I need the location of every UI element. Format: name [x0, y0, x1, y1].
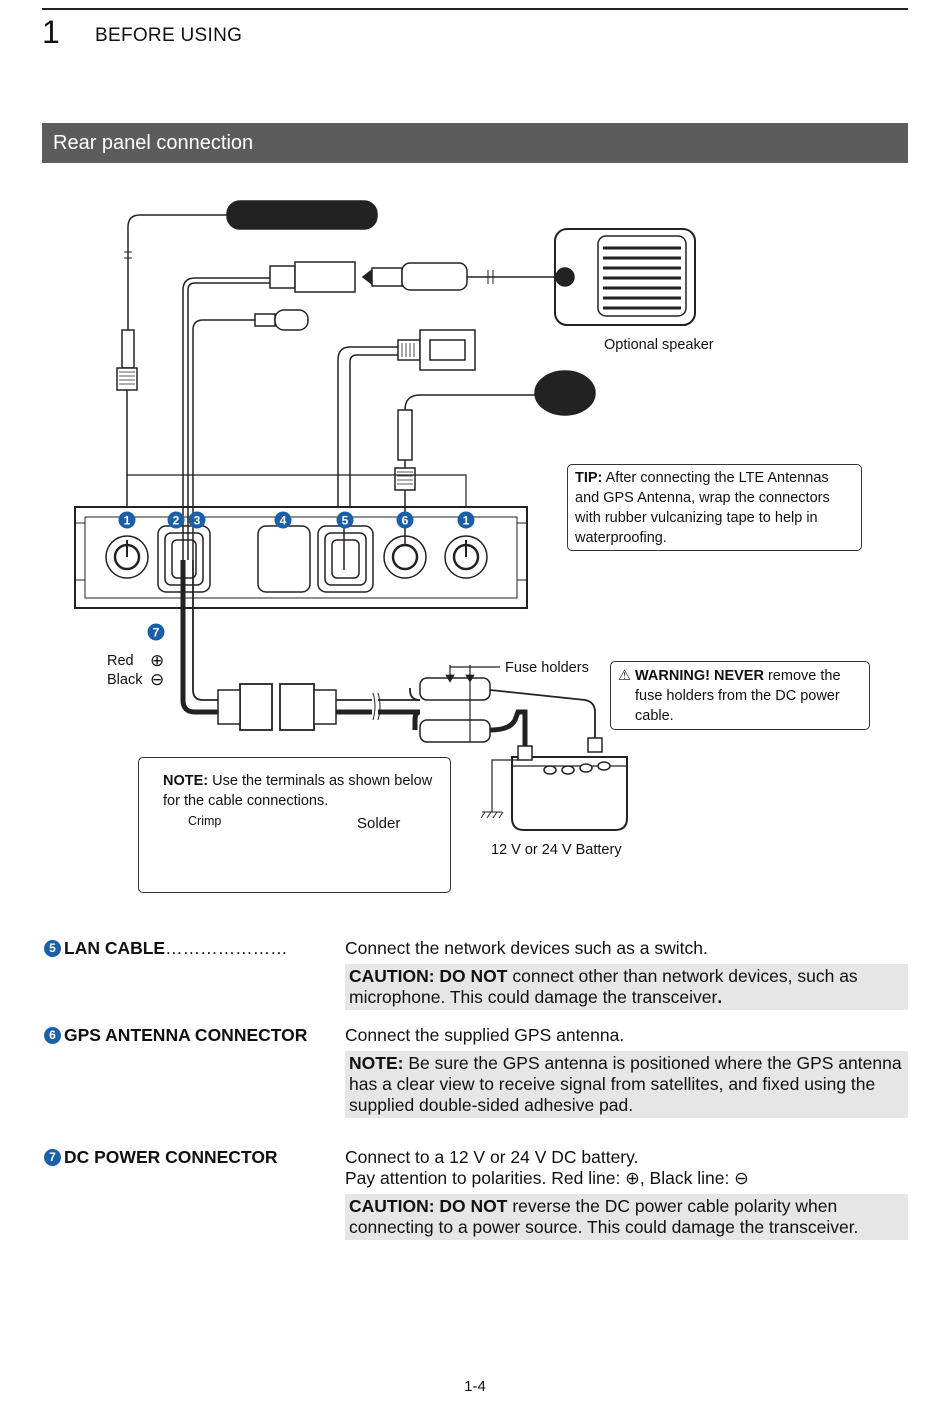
crimp-label: Crimp [188, 814, 222, 828]
connector-5-badge: 5 [336, 511, 354, 529]
warning-text-1: remove the [767, 668, 841, 684]
svg-text:5: 5 [342, 514, 349, 528]
battery-icon [480, 737, 628, 831]
item-6-badge: 6 [44, 1027, 61, 1044]
warning-box: ⚠ WARNING! NEVER remove the fuse holders… [610, 661, 870, 730]
rear-panel-diagram: 1 2 3 4 5 6 1 7 [74, 200, 696, 885]
plus-symbol: ⊕ [150, 651, 165, 670]
lan-caution-box: CAUTION: DO NOT connect other than netwo… [345, 964, 908, 1010]
tip-box: TIP: After connecting the LTE Antennas a… [567, 464, 862, 551]
dc-caution-box: CAUTION: DO NOT reverse the DC power cab… [345, 1194, 908, 1240]
note-lead: NOTE: [163, 773, 209, 789]
connector-3-badge: 3 [188, 511, 206, 529]
svg-text:7: 7 [153, 626, 160, 640]
item-5-badge: 5 [44, 940, 61, 957]
connector-1b-badge: 1 [457, 511, 475, 529]
optional-speaker-label: Optional speaker [604, 337, 714, 353]
fuse-holders-label: Fuse holders [505, 660, 589, 676]
connector-4-badge: 4 [274, 511, 292, 529]
minus-symbol: ⊖ [150, 670, 165, 689]
connector-numbers: 1 2 3 4 5 6 1 7 [118, 511, 475, 641]
speaker-plug-icon [182, 261, 555, 505]
gps-note-box: NOTE: Be sure the GPS antenna is positio… [345, 1051, 908, 1118]
svg-text:2: 2 [173, 514, 180, 528]
svg-text:3: 3 [194, 514, 201, 528]
warning-icon: ⚠ [618, 668, 631, 684]
svg-text:1: 1 [463, 514, 470, 528]
lan-plug-icon [337, 329, 476, 525]
battery-label: 12 V or 24 V Battery [491, 842, 622, 858]
solder-label: Solder [357, 815, 401, 832]
connector-7-badge: 7 [147, 623, 165, 641]
gps-antenna-desc: Connect the supplied GPS antenna. [345, 1025, 625, 1045]
note-text: Use the terminals as shown below for the… [163, 773, 433, 809]
note-box: NOTE: Use the terminals as shown below f… [138, 757, 451, 893]
tip-lead: TIP: [575, 470, 603, 486]
svg-text:4: 4 [280, 514, 287, 528]
item-7-badge: 7 [44, 1149, 61, 1166]
chapter-number: 1 [42, 14, 60, 50]
page-number: 1-4 [464, 1378, 486, 1395]
section-title: Rear panel connection [53, 132, 254, 154]
connector-6-badge: 6 [396, 511, 414, 529]
dc-power-desc-2: Pay attention to polarities. Red line: ⊕… [345, 1168, 749, 1188]
red-label: Red [107, 653, 134, 669]
rear-panel-icon [74, 505, 528, 609]
dc-power-desc-1: Connect to a 12 V or 24 V DC battery. [345, 1147, 639, 1167]
svg-text:6: 6 [402, 514, 409, 528]
header-rule [42, 8, 908, 10]
gps-antenna-icon [394, 370, 596, 505]
lte-antenna-2-lead [127, 474, 467, 510]
speaker-icon [554, 228, 696, 326]
warning-lead: WARNING! NEVER [635, 668, 764, 684]
svg-text:1: 1 [124, 514, 131, 528]
aux-plug-icon [192, 309, 309, 505]
lte-antenna-icon [116, 200, 378, 510]
dc-power-cable-icon [180, 560, 596, 755]
connector-2-badge: 2 [167, 511, 185, 529]
warning-text-2: fuse holders from the DC power cable. [635, 688, 840, 724]
tip-text: After connecting the LTE Antennas and GP… [575, 470, 830, 546]
black-label: Black [107, 672, 143, 688]
connector-1-badge: 1 [118, 511, 136, 529]
section-bar: Rear panel connection [42, 123, 908, 163]
chapter-title: BEFORE USING [95, 25, 243, 46]
lan-cable-desc: Connect the network devices such as a sw… [345, 938, 708, 958]
